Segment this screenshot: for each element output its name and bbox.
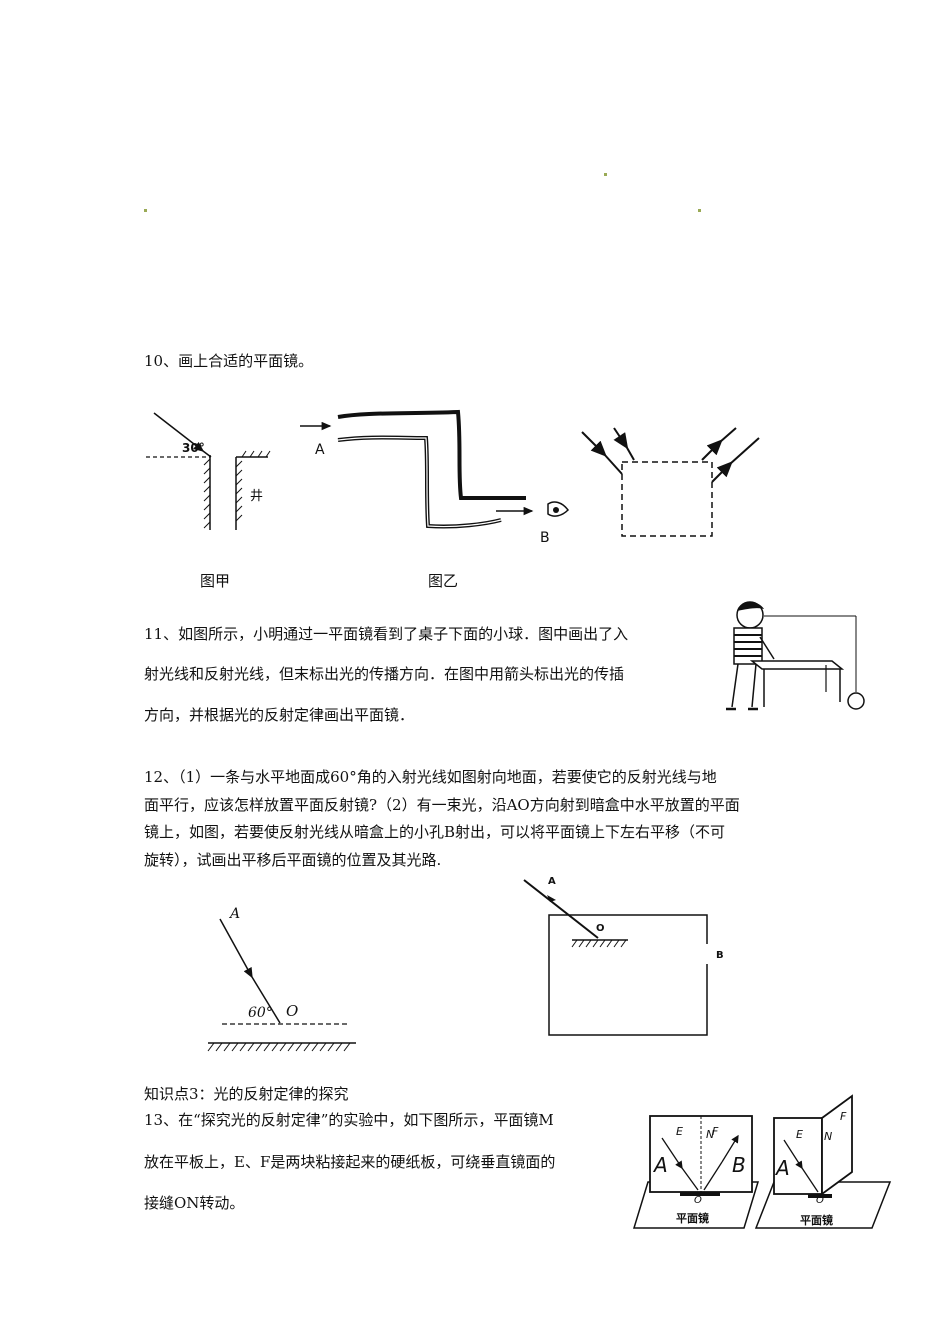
question-12-line4: 旋转），试画出平移后平面镜的位置及其光路.	[144, 851, 442, 869]
figure-boy-table	[726, 601, 865, 711]
fig12-label-angle: 60°	[248, 1005, 273, 1021]
question-13-line1: 13、在“探究光的反射定律”的实验中，如下图所示，平面镜M	[144, 1111, 554, 1129]
fig12-label-o: O	[286, 1002, 299, 1020]
label-a: A	[315, 442, 325, 458]
figure-jia-well	[146, 412, 271, 530]
fig13-label-b: B	[732, 1153, 746, 1177]
figure-12-incident-60	[207, 918, 356, 1052]
question-10-text: 10、画上合适的平面镜。	[144, 352, 314, 370]
fig12b-label-a: A	[548, 876, 556, 887]
fig13b-label-o: O	[816, 1195, 824, 1206]
fig12b-label-o: O	[596, 923, 605, 934]
fig12-label-a: A	[230, 906, 241, 922]
question-12-line3: 镜上，如图，若要使反射光线从暗盒上的小孔B射出，可以将平面镜上下左右平移（不可	[144, 823, 726, 841]
fig13b-label-n: N	[824, 1130, 833, 1143]
fig12b-label-b: B	[716, 950, 724, 961]
fig13-label-n: N	[706, 1128, 715, 1141]
well-label: 井	[250, 489, 264, 504]
fig13-label-a: A	[654, 1153, 668, 1177]
figure-13-bent-board	[754, 1094, 892, 1229]
figure-yi-caption: 图乙	[428, 572, 459, 590]
section-3-title: 知识点3：光的反射定律的探究	[144, 1085, 349, 1103]
decor-dot	[698, 209, 701, 212]
question-12-line2: 面平行，应该怎样放置平面反射镜?（2）有一束光，沿AO方向射到暗盒中水平放置的平…	[144, 796, 740, 814]
figure-box-rays	[581, 427, 760, 537]
label-b: B	[540, 530, 550, 546]
figure-jia-caption: 图甲	[200, 572, 231, 590]
fig13b-label-f: F	[840, 1110, 847, 1123]
question-12-line1: 12、（1）一条与水平地面成60°角的入射光线如图射向地面，若要使它的反射光线与…	[144, 768, 717, 786]
fig13b-label-e: E	[796, 1128, 803, 1141]
question-13-line3: 接缝ON转动。	[144, 1194, 245, 1212]
decor-dot	[604, 173, 607, 176]
question-11-line3: 方向，并根据光的反射定律画出平面镜．	[144, 706, 415, 724]
decor-dot	[144, 209, 147, 212]
fig13-label-e: E	[676, 1125, 683, 1138]
figure-12-dark-box	[523, 879, 709, 1036]
question-11-line1: 11、如图所示，小明通过一平面镜看到了桌子下面的小球．图中画出了入	[144, 625, 629, 643]
fig13-label-o: O	[694, 1195, 702, 1206]
figure-13-flat-board	[632, 1115, 760, 1229]
fig13b-label-mirror: 平面镜	[800, 1214, 833, 1227]
question-13-line2: 放在平板上，E、F是两块粘接起来的硬纸板，可绕垂直镜面的	[144, 1153, 556, 1171]
fig13-label-mirror: 平面镜	[676, 1212, 709, 1225]
figure-yi-pipe	[300, 409, 569, 529]
fig13-label-f: F	[712, 1125, 719, 1138]
angle-label: 30°	[182, 441, 205, 455]
fig13b-label-a: A	[776, 1156, 790, 1180]
question-11-line2: 射光线和反射光线，但末标出光的传播方向．在图中用箭头标出光的传插	[144, 665, 625, 683]
